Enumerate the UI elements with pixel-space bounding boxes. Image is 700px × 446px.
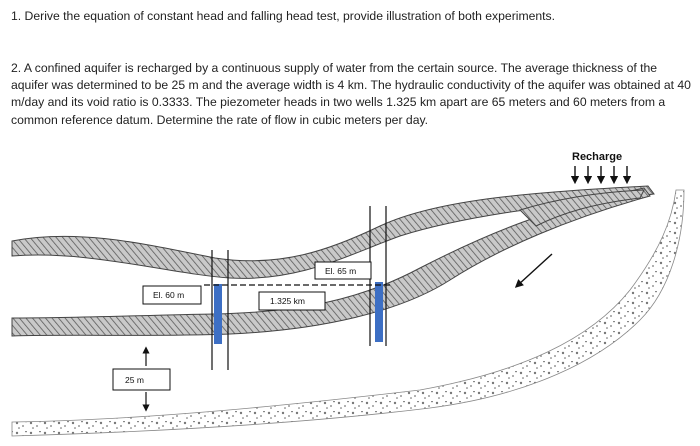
upper-confining-layer — [11, 185, 655, 279]
question-1: 1. Derive the equation of constant head … — [11, 9, 556, 23]
flow-arrow — [514, 253, 553, 288]
el-65-box — [314, 261, 372, 280]
recharge-arrows — [570, 166, 632, 185]
bedrock-gravel — [11, 189, 685, 437]
thickness-box — [112, 368, 171, 391]
el-65-label: El. 65 m — [325, 266, 356, 276]
aquifer-diagram: Recharge El. 60 m El. 65 m 1.325 km 25 m — [11, 151, 685, 437]
thickness-label: 25 m — [125, 375, 144, 385]
recharge-label: Recharge — [572, 151, 622, 163]
question-2: 2. A confined aquifer is recharged by a … — [11, 61, 691, 127]
distance-label: 1.325 km — [270, 296, 305, 306]
branch-layer — [519, 189, 645, 227]
el-60-label: El. 60 m — [153, 290, 184, 300]
left-well — [211, 250, 229, 370]
distance-box — [258, 291, 326, 311]
el-60-box — [142, 285, 202, 305]
